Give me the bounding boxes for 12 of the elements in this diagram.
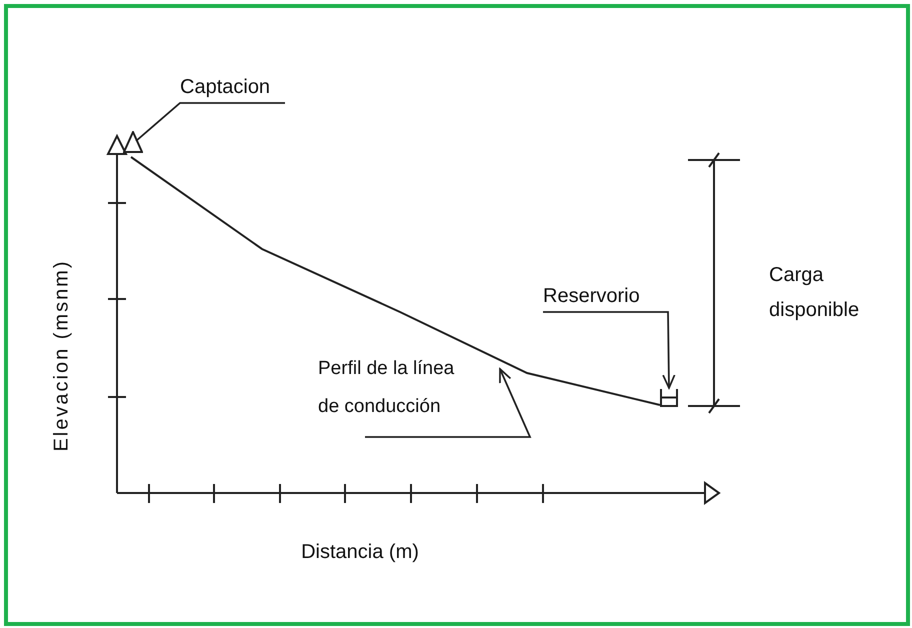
intake-symbol	[123, 131, 143, 153]
reservoir-symbol	[659, 388, 679, 407]
callout-label: Captacion	[180, 70, 285, 104]
axis-title: Distancia (m)	[300, 540, 420, 565]
leader-line	[135, 102, 285, 142]
dimension-label: Carga disponible	[769, 263, 860, 323]
axis-title: Elevacion (msnm)	[50, 258, 74, 454]
leader-line	[543, 311, 676, 389]
callout-label: Reservorio	[543, 279, 668, 313]
callout-label: Perfil de la línea de conducción	[318, 350, 480, 438]
pipeline-profile-line	[130, 156, 660, 406]
leader-line	[365, 368, 532, 438]
